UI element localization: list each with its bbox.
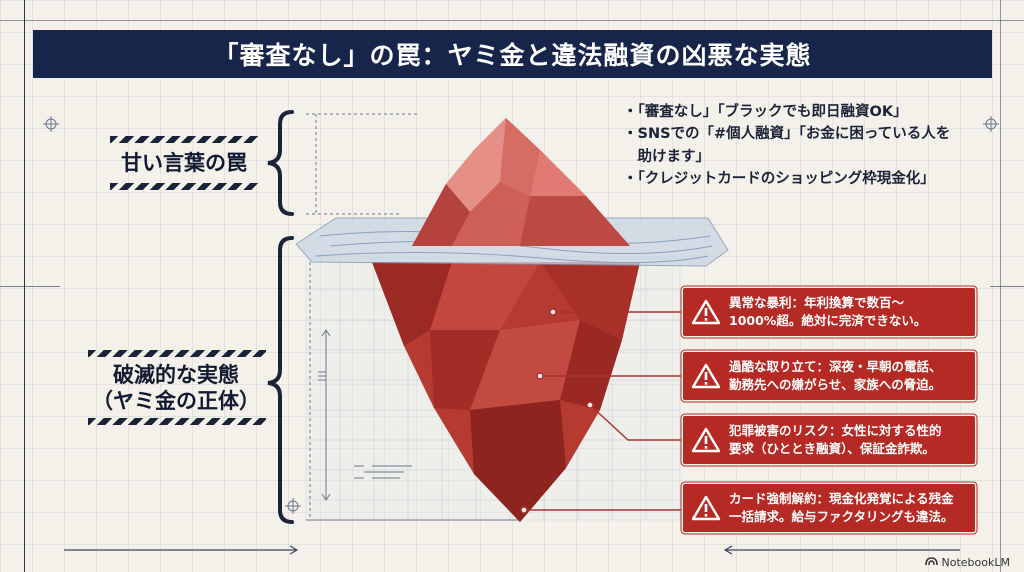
frame-line-mid-left: [0, 286, 60, 287]
warning-icon: [683, 416, 729, 464]
warning-box-card-cancellation: カード強制解約：現金化発覚による残金 一括請求。給与ファクタリングも違法。: [683, 484, 975, 532]
iceberg-underwater: [372, 262, 640, 522]
hazard-stripe: [110, 183, 258, 190]
trap-phrases-list: ・「審査なし」「ブラックでも即日融資OK」 ・SNSでの「#個人融資」「お金に困…: [623, 102, 993, 191]
hazard-stripe: [88, 418, 266, 425]
label-destructive-reality-line2: （ヤミ金の正体）: [92, 389, 260, 414]
warning-icon: [683, 484, 729, 532]
warning-text-line1: 過酷な取り立て：深夜・早朝の電話、: [729, 358, 942, 374]
crosshair-icon: [43, 116, 999, 514]
hazard-stripe: [88, 350, 266, 357]
warning-text-line2: 勤務先への嫌がらせ、家族への脅迫。: [729, 377, 942, 392]
warning-box-harsh-collection: 過酷な取り立て：深夜・早朝の電話、 勤務先への嫌がらせ、家族への脅迫。: [683, 352, 975, 400]
warning-text-line1: 異常な暴利：年利換算で数百〜: [729, 294, 905, 310]
frame-line-top: [0, 20, 1024, 21]
notebooklm-logo-icon: [924, 556, 938, 569]
hazard-stripe: [110, 136, 258, 143]
connector-lines: [520, 308, 683, 514]
warning-box-high-interest: 異常な暴利：年利換算で数百〜 1000%超。絶対に完済できない。: [683, 288, 975, 336]
list-item: ・「審査なし」「ブラックでも即日融資OK」: [623, 104, 908, 120]
iceberg-tip: [412, 118, 630, 246]
warning-text-line2: 要求（ひととき融資）、保証金詐欺。: [729, 441, 935, 456]
bracket-bottom: [267, 236, 294, 524]
warning-text-line1: カード強制解約：現金化発覚による残金: [729, 490, 954, 506]
label-destructive-reality-line1: 破滅的な実態: [113, 363, 239, 387]
footer-text: NotebookLM: [941, 556, 1010, 569]
label-sweet-words-trap: 甘い言葉の罠: [121, 151, 247, 175]
bracket-top: [267, 110, 294, 216]
warning-icon: [683, 352, 729, 400]
list-item: ・SNSでの「#個人融資」「お金に困っている人を: [623, 126, 951, 143]
warning-box-crime-risk: 犯罪被害のリスク：女性に対する性的 要求（ひととき融資）、保証金詐欺。: [683, 416, 975, 464]
dimension-lines: [306, 113, 520, 521]
warning-text-line2: 1000%超。絶対に完済できない。: [729, 313, 927, 328]
list-item: 助けます」: [623, 148, 710, 165]
label-destructive-reality: 破滅的な実態 （ヤミ金の正体）: [78, 362, 274, 415]
page-title: 「審査なし」の罠：ヤミ金と違法融資の凶悪な実態: [33, 30, 992, 78]
warning-text-line1: 犯罪被害のリスク：女性に対する性的: [729, 422, 942, 438]
footer-brand: NotebookLM: [924, 556, 1010, 569]
decorative-arrows: [64, 545, 960, 555]
warning-text-line2: 一括請求。給与ファクタリングも違法。: [729, 509, 954, 524]
frame-line-mid-right: [990, 286, 1024, 287]
warning-icon: [683, 288, 729, 336]
list-item: ・「クレジットカードのショッピング枠現金化」: [623, 170, 935, 187]
